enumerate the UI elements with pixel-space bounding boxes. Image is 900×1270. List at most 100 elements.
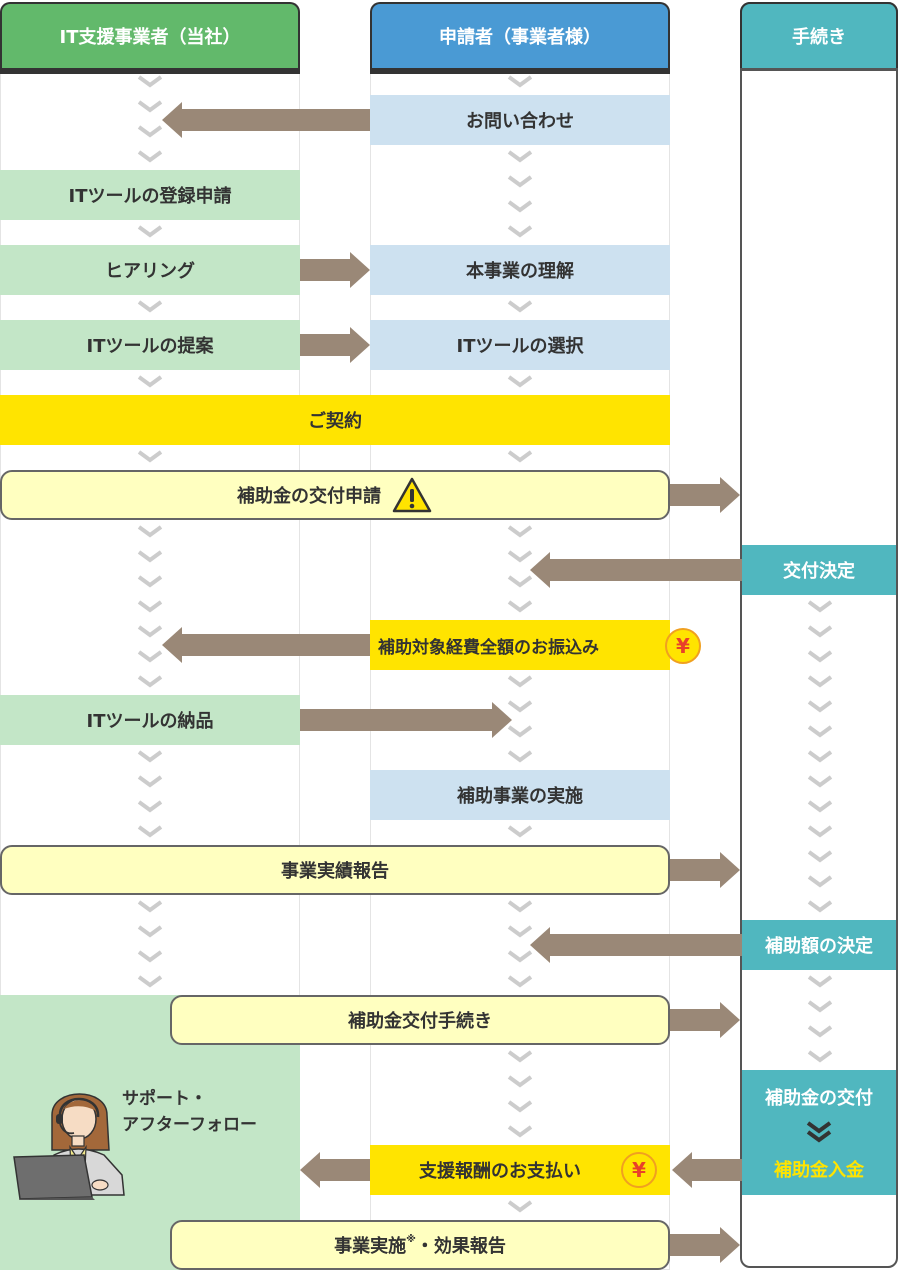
step-grant-application: 補助金の交付申請: [0, 470, 670, 520]
support-label-line1: サポート・: [122, 1089, 207, 1109]
step-full-payment: 補助対象経費全額のお振込み: [370, 620, 670, 670]
chevron-down-icon: [507, 375, 533, 389]
chevron-down-icon: [507, 225, 533, 239]
step-hearing-label: ヒアリング: [105, 261, 195, 282]
chevron-down-icon: [137, 225, 163, 239]
chevron-down-icon: [807, 1050, 833, 1064]
chevron-down-icon: [507, 1125, 533, 1139]
chevron-down-icon: [807, 875, 833, 889]
chevron-down-icon: [807, 725, 833, 739]
chevron-down-icon: [507, 600, 533, 614]
double-chevron-down-icon: [804, 1120, 834, 1144]
step-full-payment-label: 補助対象経費全額のお振込み: [378, 637, 599, 658]
chevron-down-icon: [507, 525, 533, 539]
chevron-down-icon: [137, 150, 163, 164]
lane-header-it-vendor: IT支援事業者（当社）: [0, 2, 300, 68]
step-inquiry-label: お問い合わせ: [466, 111, 574, 132]
arrow-inquiry-to-vendor: [162, 100, 370, 140]
chevron-down-icon: [137, 750, 163, 764]
arrow-report-to-procedure: [670, 850, 740, 890]
chevron-down-icon: [507, 950, 533, 964]
arrow-payment-to-vendor: [162, 625, 370, 665]
chevron-down-icon: [137, 100, 163, 114]
chevron-down-icon: [507, 75, 533, 89]
headset-operator-icon: [12, 1075, 137, 1200]
chevron-down-icon: [507, 1075, 533, 1089]
chevron-down-icon: [137, 625, 163, 639]
chevron-down-icon: [807, 825, 833, 839]
step-grant-procedure-label: 補助金交付手続き: [348, 1011, 492, 1032]
step-amount-decision-label: 補助額の決定: [765, 936, 873, 957]
chevron-down-icon: [137, 825, 163, 839]
step-effect-report: 事業実施※・効果報告: [170, 1220, 670, 1270]
chevron-down-icon: [137, 800, 163, 814]
svg-text:¥: ¥: [632, 1158, 646, 1182]
chevron-down-icon: [807, 650, 833, 664]
step-tool-registration-label: ITツールの登録申請: [68, 186, 232, 207]
step-inquiry: お問い合わせ: [370, 95, 670, 145]
arrow-support-fee-to-vendor: [300, 1150, 370, 1190]
arrow-grant-procedure-to-procedure: [670, 1000, 740, 1040]
svg-text:¥: ¥: [676, 634, 690, 658]
chevron-down-icon: [507, 450, 533, 464]
chevron-down-icon: [507, 1200, 533, 1214]
chevron-down-icon: [807, 800, 833, 814]
arrow-grant-receipt-to-applicant: [672, 1150, 742, 1190]
chevron-down-icon: [807, 900, 833, 914]
lane-header-procedure: 手続き: [740, 2, 898, 68]
step-support-fee: 支援報酬のお支払い: [370, 1145, 670, 1195]
step-effect-report-note-mark: ※: [406, 1233, 416, 1245]
step-understanding-label: 本事業の理解: [466, 261, 574, 282]
chevron-down-icon: [507, 1100, 533, 1114]
chevron-down-icon: [507, 750, 533, 764]
step-grant-receipt-label: 補助金入金: [774, 1160, 864, 1181]
chevron-down-icon: [507, 825, 533, 839]
lane-title-procedure: 手続き: [792, 27, 846, 48]
lane-title-it-vendor: IT支援事業者（当社）: [59, 27, 241, 48]
arrow-proposal-to-applicant: [300, 325, 370, 365]
chevron-down-icon: [507, 550, 533, 564]
arrow-delivery-to-applicant: [300, 700, 512, 740]
chevron-down-icon: [507, 575, 533, 589]
chevron-down-icon: [137, 975, 163, 989]
step-tool-delivery-label: ITツールの納品: [86, 711, 214, 732]
header-underline-it-vendor: [0, 68, 300, 74]
step-contract: ご契約: [0, 395, 670, 445]
step-performance-report-label: 事業実績報告: [281, 861, 389, 882]
chevron-down-icon: [507, 925, 533, 939]
chevron-down-icon: [507, 900, 533, 914]
step-grant-decision-label: 交付決定: [783, 561, 855, 582]
chevron-down-icon: [137, 925, 163, 939]
chevron-down-icon: [807, 850, 833, 864]
step-tool-proposal: ITツールの提案: [0, 320, 300, 370]
chevron-down-icon: [507, 1050, 533, 1064]
step-grant-issue-label: 補助金の交付: [765, 1088, 873, 1109]
chevron-down-icon: [807, 1000, 833, 1014]
arrow-amount-to-applicant: [530, 925, 742, 965]
chevron-down-icon: [807, 600, 833, 614]
step-tool-proposal-label: ITツールの提案: [86, 336, 214, 357]
chevron-down-icon: [137, 300, 163, 314]
chevron-down-icon: [137, 75, 163, 89]
chevron-down-icon: [137, 775, 163, 789]
step-effect-report-rest: ・効果報告: [415, 1236, 506, 1257]
arrow-decision-to-applicant: [530, 550, 742, 590]
support-label: サポート・ アフターフォロー: [122, 1086, 257, 1138]
chevron-down-icon: [807, 675, 833, 689]
chevron-down-icon: [507, 300, 533, 314]
warning-triangle-icon: [391, 476, 433, 514]
chevron-down-icon: [807, 1025, 833, 1039]
chevron-down-icon: [137, 600, 163, 614]
chevron-down-icon: [807, 625, 833, 639]
chevron-down-icon: [807, 700, 833, 714]
step-amount-decision: 補助額の決定: [742, 920, 896, 970]
chevron-down-icon: [137, 525, 163, 539]
chevron-down-icon: [137, 650, 163, 664]
chevron-down-icon: [137, 550, 163, 564]
chevron-down-icon: [807, 750, 833, 764]
header-underline-applicant: [370, 68, 670, 74]
chevron-down-icon: [137, 575, 163, 589]
chevron-down-icon: [507, 175, 533, 189]
chevron-down-icon: [507, 700, 533, 714]
arrow-application-to-procedure: [670, 475, 740, 515]
